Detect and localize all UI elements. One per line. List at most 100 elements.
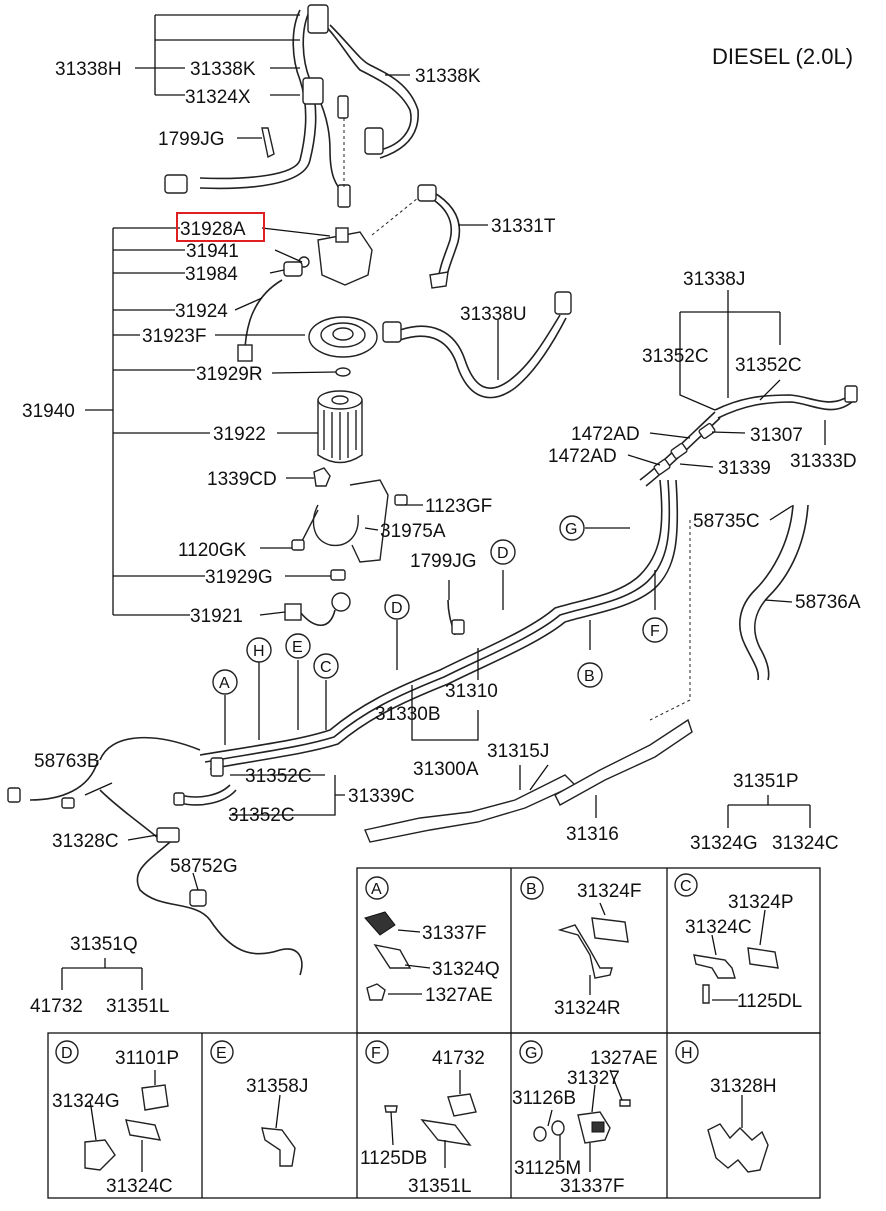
detail-B-part-1: 31324F: [577, 881, 641, 902]
callout-C: C: [320, 659, 332, 676]
label-31924: 31924: [175, 301, 228, 322]
label-31338J: 31338J: [683, 269, 745, 290]
label-31339C: 31339C: [348, 786, 415, 807]
vapor-lines: [649, 504, 809, 721]
label-31315J: 31315J: [487, 741, 549, 762]
detail-F-part-3: 31351L: [408, 1176, 471, 1197]
upper-right-pipes: [639, 385, 858, 487]
label-31300A: 31300A: [413, 759, 479, 780]
detail-A-part-1: 31337F: [422, 923, 486, 944]
callout-A: A: [219, 675, 230, 692]
detail-B-part-2: 31324R: [554, 998, 621, 1019]
label-31324X: 31324X: [185, 87, 251, 108]
callout-B: B: [584, 668, 595, 685]
label-31338U: 31338U: [460, 304, 527, 325]
detail-G-part-3: 31126B: [512, 1088, 576, 1109]
detail-box-H: H 31328H: [675, 1040, 777, 1173]
return-hoses: [371, 184, 572, 399]
label-31338K-a: 31338K: [190, 59, 256, 80]
detail-C-part-2: 31324C: [685, 917, 752, 938]
label-31929G: 31929G: [205, 567, 273, 588]
label-31330B: 31330B: [375, 704, 441, 725]
label-31324C-a: 31324C: [772, 833, 839, 854]
label-31339: 31339: [718, 458, 771, 479]
detail-letter-A: A: [371, 881, 382, 898]
label-31316: 31316: [566, 824, 619, 845]
label-1472AD-b: 1472AD: [548, 446, 617, 467]
label-31922: 31922: [213, 424, 266, 445]
detail-letter-C: C: [680, 878, 692, 895]
detail-D-part-3: 31324C: [106, 1176, 173, 1197]
label-31307: 31307: [750, 425, 803, 446]
detail-box-F: F 41732 1125DB 31351L: [360, 1040, 485, 1197]
detail-letter-F: F: [371, 1045, 381, 1062]
label-1120GK: 1120GK: [178, 540, 247, 561]
label-31351L-a: 31351L: [106, 996, 169, 1017]
detail-G-part-5: 31337F: [560, 1176, 624, 1197]
label-1472AD-a: 1472AD: [571, 424, 640, 445]
label-31338K-b: 31338K: [415, 66, 481, 87]
label-31923F: 31923F: [142, 326, 206, 347]
label-31941: 31941: [186, 241, 239, 262]
detail-letter-H: H: [681, 1045, 693, 1062]
detail-box-C: C 31324P 31324C 1125DL: [674, 873, 802, 1012]
label-58735C: 58735C: [693, 511, 760, 532]
callout-D-b: D: [497, 545, 509, 562]
detail-box-D: D 31101P 31324G 31324C: [52, 1040, 179, 1197]
highlight-31928A: [176, 212, 265, 242]
detail-letter-D: D: [61, 1045, 73, 1062]
detail-D-part-2: 31324G: [52, 1091, 120, 1112]
detail-G-part-4: 31125M: [514, 1158, 581, 1179]
label-1799JG-b: 1799JG: [410, 551, 477, 572]
detail-box-G: G 1327AE 31327 31126B 31125M 31337F: [512, 1040, 658, 1197]
label-31352C-a: 31352C: [642, 346, 709, 367]
detail-G-part-1: 1327AE: [590, 1048, 658, 1069]
pipe-brackets: [364, 718, 693, 843]
upper-fuel-hoses: [164, 4, 419, 208]
detail-E-part-1: 31358J: [246, 1076, 308, 1097]
main-fuel-lines: [7, 479, 679, 976]
label-31324G-a: 31324G: [690, 833, 758, 854]
detail-D-part-1: 31101P: [115, 1048, 179, 1069]
detail-A-part-3: 1327AE: [425, 985, 493, 1006]
callout-D-a: D: [391, 600, 403, 617]
detail-G-part-2: 31327: [567, 1068, 620, 1089]
label-31352C-d: 31352C: [228, 805, 295, 826]
detail-A-part-2: 31324Q: [432, 959, 500, 980]
detail-letter-E: E: [216, 1045, 227, 1062]
label-31328C: 31328C: [52, 831, 119, 852]
label-31338H: 31338H: [55, 59, 122, 80]
label-31928A: 31928A: [180, 219, 246, 240]
callout-G: G: [565, 521, 577, 538]
detail-box-E: E 31358J: [210, 1040, 308, 1167]
detail-letter-G: G: [525, 1045, 537, 1062]
label-1339CD: 1339CD: [207, 469, 277, 490]
label-31351P: 31351P: [733, 771, 799, 792]
callout-H: H: [253, 643, 265, 660]
label-41732-a: 41732: [30, 996, 83, 1017]
label-1123GF: 1123GF: [425, 496, 492, 517]
label-31352C-b: 31352C: [735, 355, 802, 376]
detail-C-part-3: 1125DL: [737, 991, 802, 1012]
label-58752G: 58752G: [170, 856, 238, 877]
detail-H-part-1: 31328H: [710, 1076, 777, 1097]
detail-F-part-1: 41732: [432, 1048, 485, 1069]
label-31352C-c: 31352C: [245, 766, 312, 787]
label-58763B: 58763B: [34, 751, 100, 772]
detail-F-part-2: 1125DB: [360, 1148, 427, 1169]
label-31331T: 31331T: [491, 216, 556, 237]
diagram-title: DIESEL (2.0L): [712, 44, 853, 69]
label-31940: 31940: [22, 401, 75, 422]
detail-C-part-1: 31324P: [728, 892, 794, 913]
label-31351Q: 31351Q: [70, 934, 138, 955]
label-31975A: 31975A: [380, 521, 446, 542]
label-31921: 31921: [190, 606, 243, 627]
label-31929R: 31929R: [196, 364, 263, 385]
label-31333D: 31333D: [790, 451, 857, 472]
label-31310: 31310: [445, 681, 498, 702]
detail-grid: [47, 867, 821, 1199]
detail-letter-B: B: [526, 881, 537, 898]
fuel-filter-assembly: [237, 227, 408, 627]
detail-box-B: B 31324F 31324R: [520, 876, 641, 1019]
